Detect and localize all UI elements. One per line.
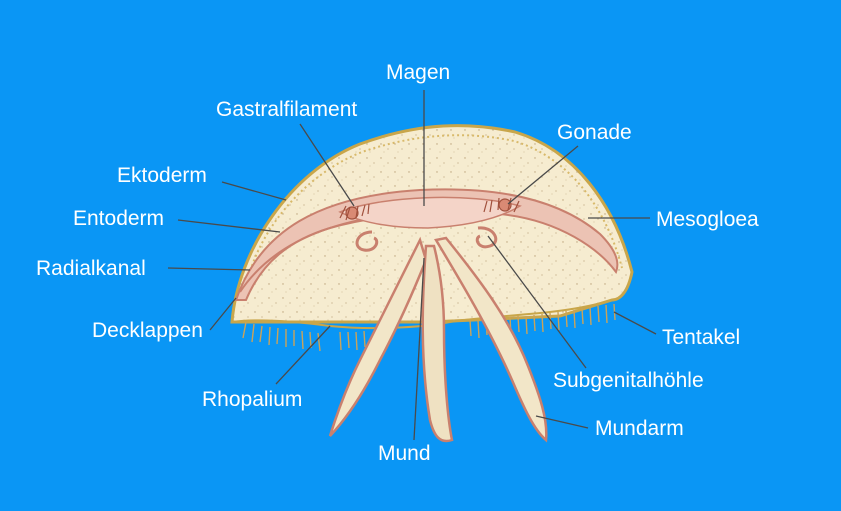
mundarm-right [434,236,548,443]
label-rhopalium: Rhopalium [202,388,303,411]
label-tentakel: Tentakel [662,326,741,349]
leader-lines [167,90,657,441]
label-decklappen: Decklappen [92,319,203,342]
label-mesogloea: Mesogloea [656,208,759,231]
label-subgenitalhoehle: Subgenitalhöhle [553,369,704,392]
bell-rim [231,299,613,330]
tentacles [242,303,616,352]
label-mund: Mund [378,442,431,465]
subgenital-right [475,226,498,249]
label-entoderm: Entoderm [73,207,165,230]
ektoderm-layer [243,134,623,301]
subgenital-left [355,230,379,252]
gonade-right [483,197,520,213]
label-gonade: Gonade [557,121,632,144]
magen-cavity [338,196,522,229]
mundarm-center [421,244,454,443]
label-mundarm: Mundarm [595,417,684,440]
label-gastralfilament: Gastralfilament [216,98,358,121]
gonade-left [339,203,370,221]
label-ektoderm: Ektoderm [117,164,207,187]
label-radialkanal: Radialkanal [36,257,146,280]
mundarm-left [328,236,428,437]
label-magen: Magen [386,61,451,84]
